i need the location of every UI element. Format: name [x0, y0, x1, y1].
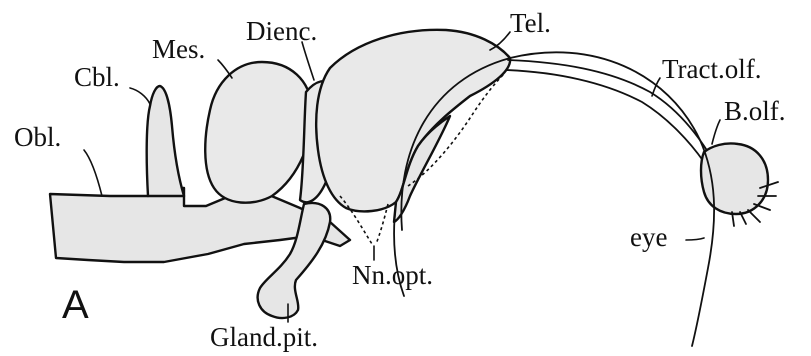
label-cerebellum: Cbl. [74, 62, 120, 92]
label-optic-nerves: Nn.opt. [352, 260, 433, 290]
mesencephalon-shape [205, 62, 312, 203]
leader-eye [686, 238, 704, 240]
leader-bolf [712, 120, 720, 144]
panel-letter: A [62, 283, 89, 327]
label-mesencephalon: Mes. [152, 34, 205, 64]
cerebellum-shape [147, 86, 184, 196]
label-olfactory-tract: Tract.olf. [662, 54, 762, 84]
label-olfactory-bulb: B.olf. [724, 96, 786, 126]
label-telencephalon: Tel. [510, 8, 551, 38]
label-diencephalon: Dienc. [246, 16, 317, 46]
leader-mes [218, 60, 232, 78]
label-medulla: Obl. [14, 122, 61, 152]
leader-cbl [130, 88, 150, 104]
label-pituitary: Gland.pit. [210, 322, 318, 352]
leader-obl [84, 150, 102, 196]
label-eye: eye [630, 222, 667, 252]
leader-dienc [302, 42, 314, 80]
